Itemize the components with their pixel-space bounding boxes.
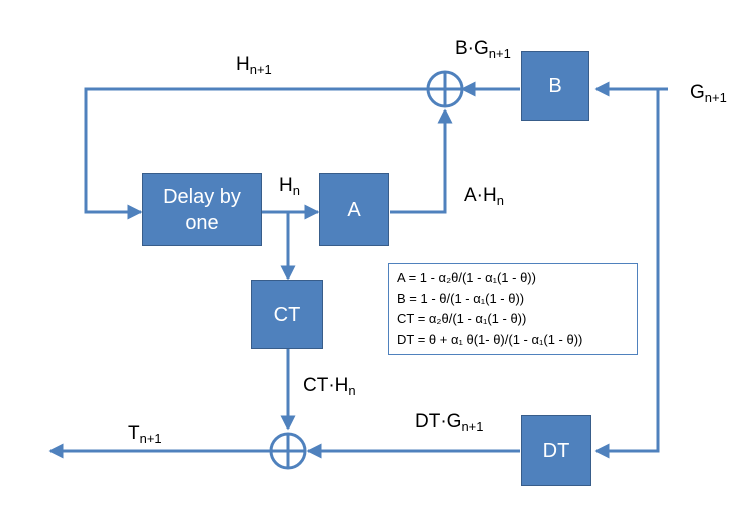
h-next-label: Hn+1 — [236, 54, 272, 77]
a-to-sum-top-line — [390, 108, 453, 214]
dt-gn1-label: DT·Gn+1 — [415, 411, 484, 434]
formula-dt: DT = θ + α₁ θ(1- θ)/(1 - α₁(1 - θ)) — [397, 331, 583, 347]
delay-block-label-line2: one — [185, 211, 219, 234]
formula-a: A = 1 - α₂θ/(1 - α₁(1 - θ)) — [397, 270, 536, 285]
ct-block: CT — [251, 280, 323, 349]
sum-junction-bottom — [269, 432, 307, 470]
formula-box: A = 1 - α₂θ/(1 - α₁(1 - θ)) B = 1 - θ/(1… — [388, 263, 638, 355]
a-hn-label: A·Hn — [464, 185, 504, 208]
b-block: B — [521, 51, 589, 121]
h-n-label: Hn — [279, 175, 300, 198]
dt-block-label: DT — [542, 439, 570, 462]
delay-block-label-line1: Delay by — [163, 185, 241, 208]
h-next-feedback-line — [84, 87, 428, 220]
b-gn1-label: B·Gn+1 — [455, 38, 511, 61]
sum-junction-top — [426, 70, 464, 108]
delay-block: Delay by one — [142, 173, 262, 246]
t-next-label: Tn+1 — [128, 423, 162, 446]
formula-ct: CT = α₂θ/(1 - α₁(1 - θ)) — [397, 311, 527, 326]
a-block-label: A — [347, 198, 361, 221]
g-right-vertical-line — [594, 89, 660, 459]
formula-b: B = 1 - θ/(1 - α₁(1 - θ)) — [397, 290, 525, 306]
b-block-label: B — [548, 75, 562, 97]
dt-block: DT — [521, 415, 591, 486]
a-block: A — [319, 173, 389, 246]
ct-block-label: CT — [273, 303, 301, 326]
g-next-label: Gn+1 — [690, 82, 727, 105]
ct-hn-label: CT·Hn — [303, 375, 356, 398]
